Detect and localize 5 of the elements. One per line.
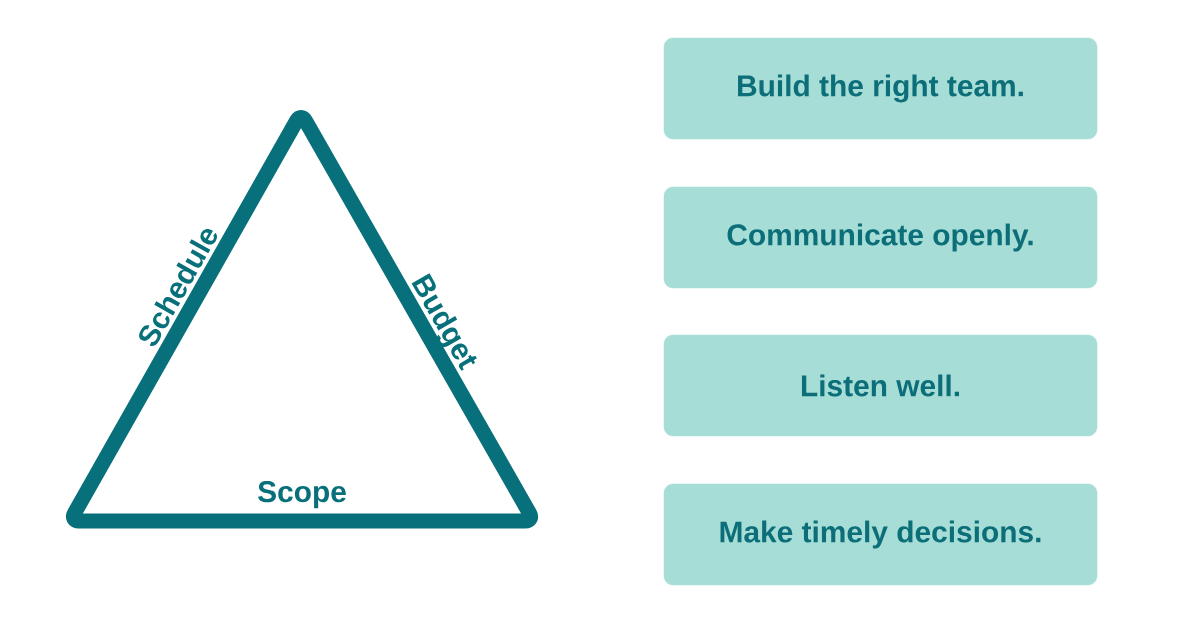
text-box: Communicate openly. [663, 186, 1098, 289]
side-label: Scope [258, 481, 346, 509]
text-box: Build the right team. [663, 37, 1098, 140]
text-box: Listen well. [663, 334, 1098, 437]
text-box: Make timely decisions. [663, 483, 1098, 586]
